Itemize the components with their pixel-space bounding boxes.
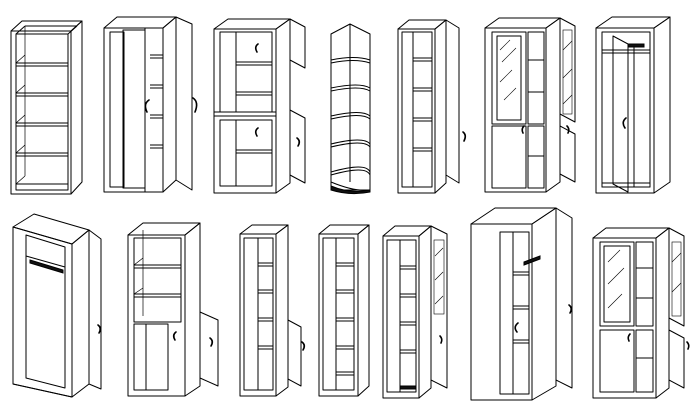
cabinet-narrow-shelf-lower-door: [239, 224, 306, 397]
cabinet-glass-display: [592, 227, 690, 399]
cabinet-narrow-glass-door: [382, 225, 448, 399]
cabinet-hall-wardrobe: [470, 207, 573, 401]
cabinet-narrow-one-door: [397, 19, 467, 194]
cabinet-wardrobe-hanging-rail: [595, 16, 671, 194]
cabinet-narrow-open-shelf: [318, 224, 370, 397]
cabinet-wardrobe-shelf-two-door: [103, 16, 198, 193]
cabinet-open-bookcase: [10, 20, 83, 195]
cabinet-upper-lower-doors: [213, 18, 306, 194]
cabinet-corner-shelf-unit: [330, 23, 371, 195]
cabinet-corner-wardrobe: [12, 213, 102, 398]
cabinet-glass-top-display: [484, 17, 576, 193]
cabinet-bookcase-lower-doors: [127, 222, 219, 397]
